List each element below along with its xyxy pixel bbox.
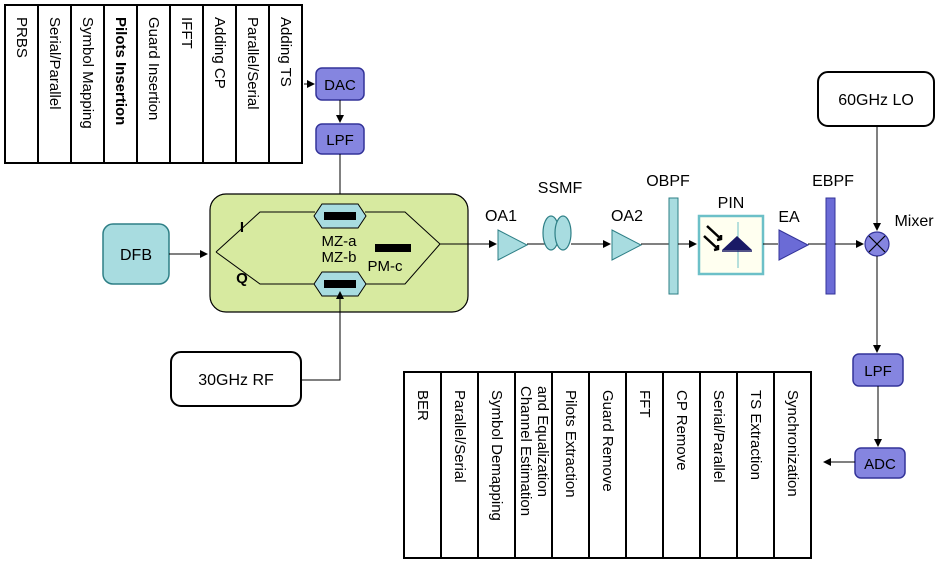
rx-block-symbol-demapping: Symbol Demapping: [477, 371, 516, 559]
ea-amplifier: [778, 229, 810, 261]
lpf-tx-block: LPF: [315, 123, 365, 155]
rx-block-serial-parallel: Serial/Parallel: [699, 371, 738, 559]
lo-source-block: 60GHz LO: [817, 71, 935, 127]
ebpf-label: EBPF: [812, 173, 854, 190]
rx-block-pilots-extraction: Pilots Extraction: [551, 371, 590, 559]
mz-a-label: MZ-a: [322, 233, 358, 250]
rx-block-stack: BER Parallel/Serial Symbol Demapping Channe…: [403, 371, 812, 559]
rx-block-label: Symbol Demapping: [488, 390, 505, 521]
rx-block-label: FFT: [636, 390, 653, 418]
waveguide-upper-out: [365, 211, 441, 245]
tx-block-stack: PRBS Serial/Parallel Symbol Mapping Pilots …: [4, 4, 303, 164]
adc-block: ADC: [854, 447, 906, 479]
tx-block-label: Guard Insertion: [145, 17, 162, 120]
rx-block-label: CP Remove: [673, 390, 690, 471]
pm-c-label: PM-c: [368, 258, 403, 275]
pin-photodiode: PIN: [697, 195, 765, 276]
rf-label: 30GHz RF: [198, 372, 274, 389]
waveguide-upper-in: [215, 211, 315, 253]
ea-label: EA: [778, 209, 800, 226]
pin-label: PIN: [718, 195, 745, 212]
ebpf-filter: [825, 197, 836, 295]
oa1-label: OA1: [485, 208, 517, 225]
q-branch-label: Q: [236, 270, 248, 287]
rx-block-fft: FFT: [625, 371, 664, 559]
i-branch-label: I: [240, 219, 244, 236]
tx-block-label: Symbol Mapping: [79, 17, 96, 129]
obpf-label: OBPF: [646, 173, 690, 190]
mixer: Mixer: [864, 213, 934, 257]
tx-block-adding-cp: Adding CP: [202, 4, 237, 164]
dfb-laser-block: DFB: [102, 223, 170, 285]
rx-block-ber: BER: [403, 371, 442, 559]
rx-block-label: Pilots Extraction: [562, 390, 579, 498]
lpf-rx-label: LPF: [864, 363, 892, 380]
tx-block-pilots-insertion: Pilots Insertion: [103, 4, 138, 164]
tx-block-ifft: IFFT: [169, 4, 204, 164]
oa1-amplifier: [497, 229, 529, 261]
rx-block-parallel-serial: Parallel/Serial: [440, 371, 479, 559]
tx-block-label: Serial/Parallel: [46, 17, 63, 110]
tx-block-adding-ts: Adding TS: [268, 4, 303, 164]
tx-block-parallel-serial: Parallel/Serial: [235, 4, 270, 164]
mz-b-label: MZ-b: [322, 249, 357, 266]
obpf-filter: [668, 197, 679, 295]
waveguide-lower-out: [365, 243, 441, 285]
light-arrow-icon: [706, 225, 723, 242]
rx-block-label: TS Extraction: [747, 390, 764, 480]
lpf-rx-block: LPF: [852, 353, 904, 387]
rx-block-label: Serial/Parallel: [710, 390, 727, 483]
rx-block-label: Guard Remove: [599, 390, 616, 492]
tx-block-label: PRBS: [13, 17, 30, 58]
rx-block-label: Synchronization: [784, 390, 801, 497]
tx-block-serial-parallel: Serial/Parallel: [37, 4, 72, 164]
rf-source-block: 30GHz RF: [170, 351, 302, 407]
lpf-tx-label: LPF: [326, 132, 354, 149]
tx-block-label: Adding TS: [277, 17, 294, 87]
rx-block-label: Parallel/Serial: [451, 390, 468, 483]
tx-block-prbs: PRBS: [4, 4, 39, 164]
waveguide-lower-in: [215, 251, 315, 285]
rf-to-modulator-arrow: [301, 291, 344, 381]
oa2-label: OA2: [611, 208, 643, 225]
mixer-label: Mixer: [894, 213, 934, 230]
tx-block-label: Pilots Insertion: [112, 17, 129, 125]
pm-c-electrode: [375, 244, 411, 252]
tx-block-label: Adding CP: [211, 17, 228, 89]
dfb-label: DFB: [120, 247, 152, 264]
rx-block-cp-remove: CP Remove: [662, 371, 701, 559]
rx-block-guard-remove: Guard Remove: [588, 371, 627, 559]
ssmf-fiber-spool: SSMF: [538, 180, 583, 251]
tx-block-label: Parallel/Serial: [244, 17, 261, 110]
rx-block-label: BER: [414, 390, 431, 421]
rx-block-ts-extraction: TS Extraction: [736, 371, 775, 559]
tx-block-symbol-mapping: Symbol Mapping: [70, 4, 105, 164]
dac-label: DAC: [324, 77, 356, 94]
ssmf-label: SSMF: [538, 180, 583, 197]
tx-block-label: IFFT: [178, 17, 195, 49]
dac-block: DAC: [315, 67, 365, 101]
tx-block-guard-insertion: Guard Insertion: [136, 4, 171, 164]
adc-label: ADC: [864, 456, 896, 473]
lo-label: 60GHz LO: [838, 92, 914, 109]
rx-block-synchronization: Synchronization: [773, 371, 812, 559]
rx-block-label: Channel Estimation: [517, 386, 534, 516]
rx-block-label: and Equalization: [534, 386, 551, 497]
dual-parallel-modulator: I Q MZ-a MZ-b PM-c: [209, 193, 469, 313]
oa2-amplifier: [611, 229, 643, 261]
